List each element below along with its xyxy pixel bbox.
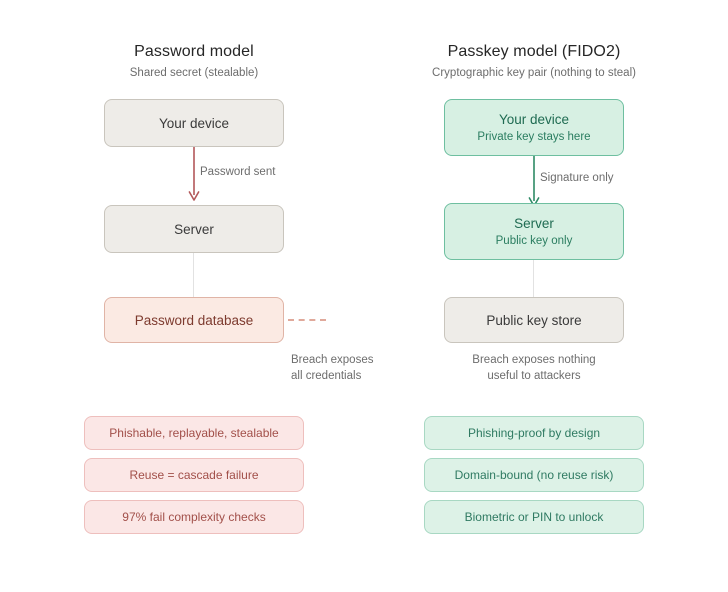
pill-password-3: 97% fail complexity checks — [84, 500, 304, 534]
arrow-password-sent — [188, 147, 207, 205]
column-subtitle-passkey: Cryptographic key pair (nothing to steal… — [432, 67, 636, 79]
node-title: Public key store — [486, 312, 582, 328]
node-passkey-your-device: Your device Private key stays here — [444, 99, 624, 156]
column-header-passkey: Passkey model (FIDO2) Cryptographic key … — [364, 42, 704, 81]
breach-note-line-1: Breach exposes — [291, 354, 374, 366]
pill-password-1: Phishable, replayable, stealable — [84, 416, 304, 450]
pill-passkey-3: Biometric or PIN to unlock — [424, 500, 644, 534]
column-title-password: Password model — [134, 43, 254, 60]
pill-passkey-1: Phishing-proof by design — [424, 416, 644, 450]
node-password-database: Password database — [104, 297, 284, 343]
node-title: Server — [174, 221, 214, 237]
breach-note-line-2: all credentials — [291, 370, 362, 382]
dashed-breach-connector — [288, 319, 326, 321]
connector-server-to-keystore — [533, 260, 534, 297]
node-subtitle: Public key only — [495, 234, 573, 247]
node-title: Your device — [498, 111, 570, 127]
column-header-password: Password model Shared secret (stealable) — [24, 42, 364, 81]
node-title: Your device — [158, 115, 230, 131]
pill-passkey-2: Domain-bound (no reuse risk) — [424, 458, 644, 492]
node-title: Password database — [134, 312, 254, 328]
breach-note-line-1: Breach exposes nothing — [472, 354, 596, 366]
breach-note-passkey: Breach exposes nothing useful to attacke… — [444, 352, 624, 384]
node-password-server: Server — [104, 205, 284, 253]
pill-password-2: Reuse = cascade failure — [84, 458, 304, 492]
connector-server-to-database — [193, 253, 194, 297]
node-subtitle: Private key stays here — [477, 130, 591, 143]
edge-label-password-sent: Password sent — [200, 166, 276, 178]
node-title: Server — [514, 215, 554, 231]
node-password-your-device: Your device — [104, 99, 284, 147]
column-title-passkey: Passkey model (FIDO2) — [447, 43, 621, 60]
breach-note-password: Breach exposes all credentials — [291, 352, 411, 384]
breach-note-line-2: useful to attackers — [487, 370, 581, 382]
edge-label-signature-only: Signature only — [540, 172, 614, 184]
node-passkey-server: Server Public key only — [444, 203, 624, 260]
column-subtitle-password: Shared secret (stealable) — [129, 67, 259, 79]
node-public-key-store: Public key store — [444, 297, 624, 343]
